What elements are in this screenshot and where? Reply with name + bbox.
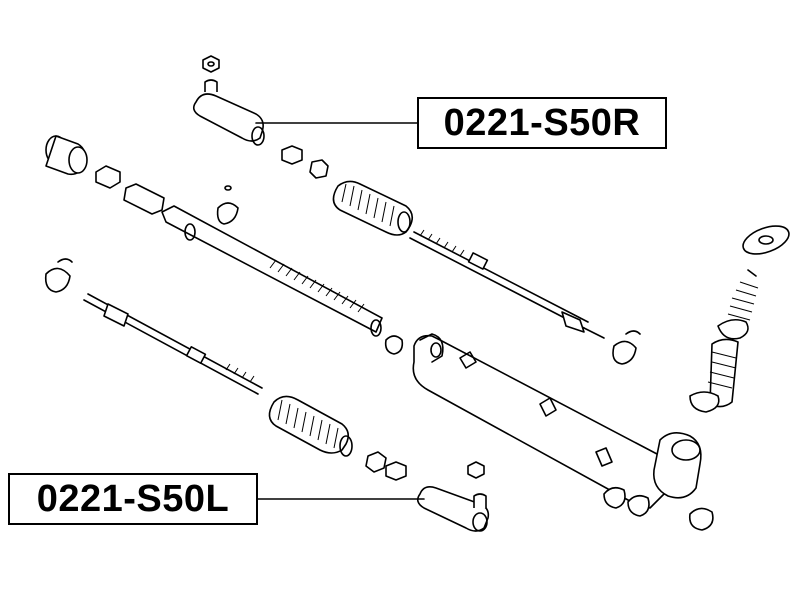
part-label-left: 0221-S50L	[8, 473, 258, 525]
right-boot	[332, 180, 414, 236]
rack-bar	[161, 205, 404, 355]
left-boot	[268, 395, 353, 457]
rack-bushing-set	[45, 135, 239, 225]
left-inner-tie-rod	[83, 293, 263, 395]
right-inner-tie-rod	[409, 229, 605, 339]
right-lock-nut	[281, 145, 329, 179]
right-tie-rod-end	[192, 55, 265, 146]
left-tie-rod-end	[416, 486, 490, 532]
pinion-assembly	[689, 225, 790, 413]
left-lock-nut	[365, 451, 485, 481]
part-label-right: 0221-S50R	[417, 97, 667, 149]
left-boot-clip	[44, 258, 73, 293]
rack-housing	[412, 333, 714, 531]
right-boot-clip	[612, 330, 641, 365]
